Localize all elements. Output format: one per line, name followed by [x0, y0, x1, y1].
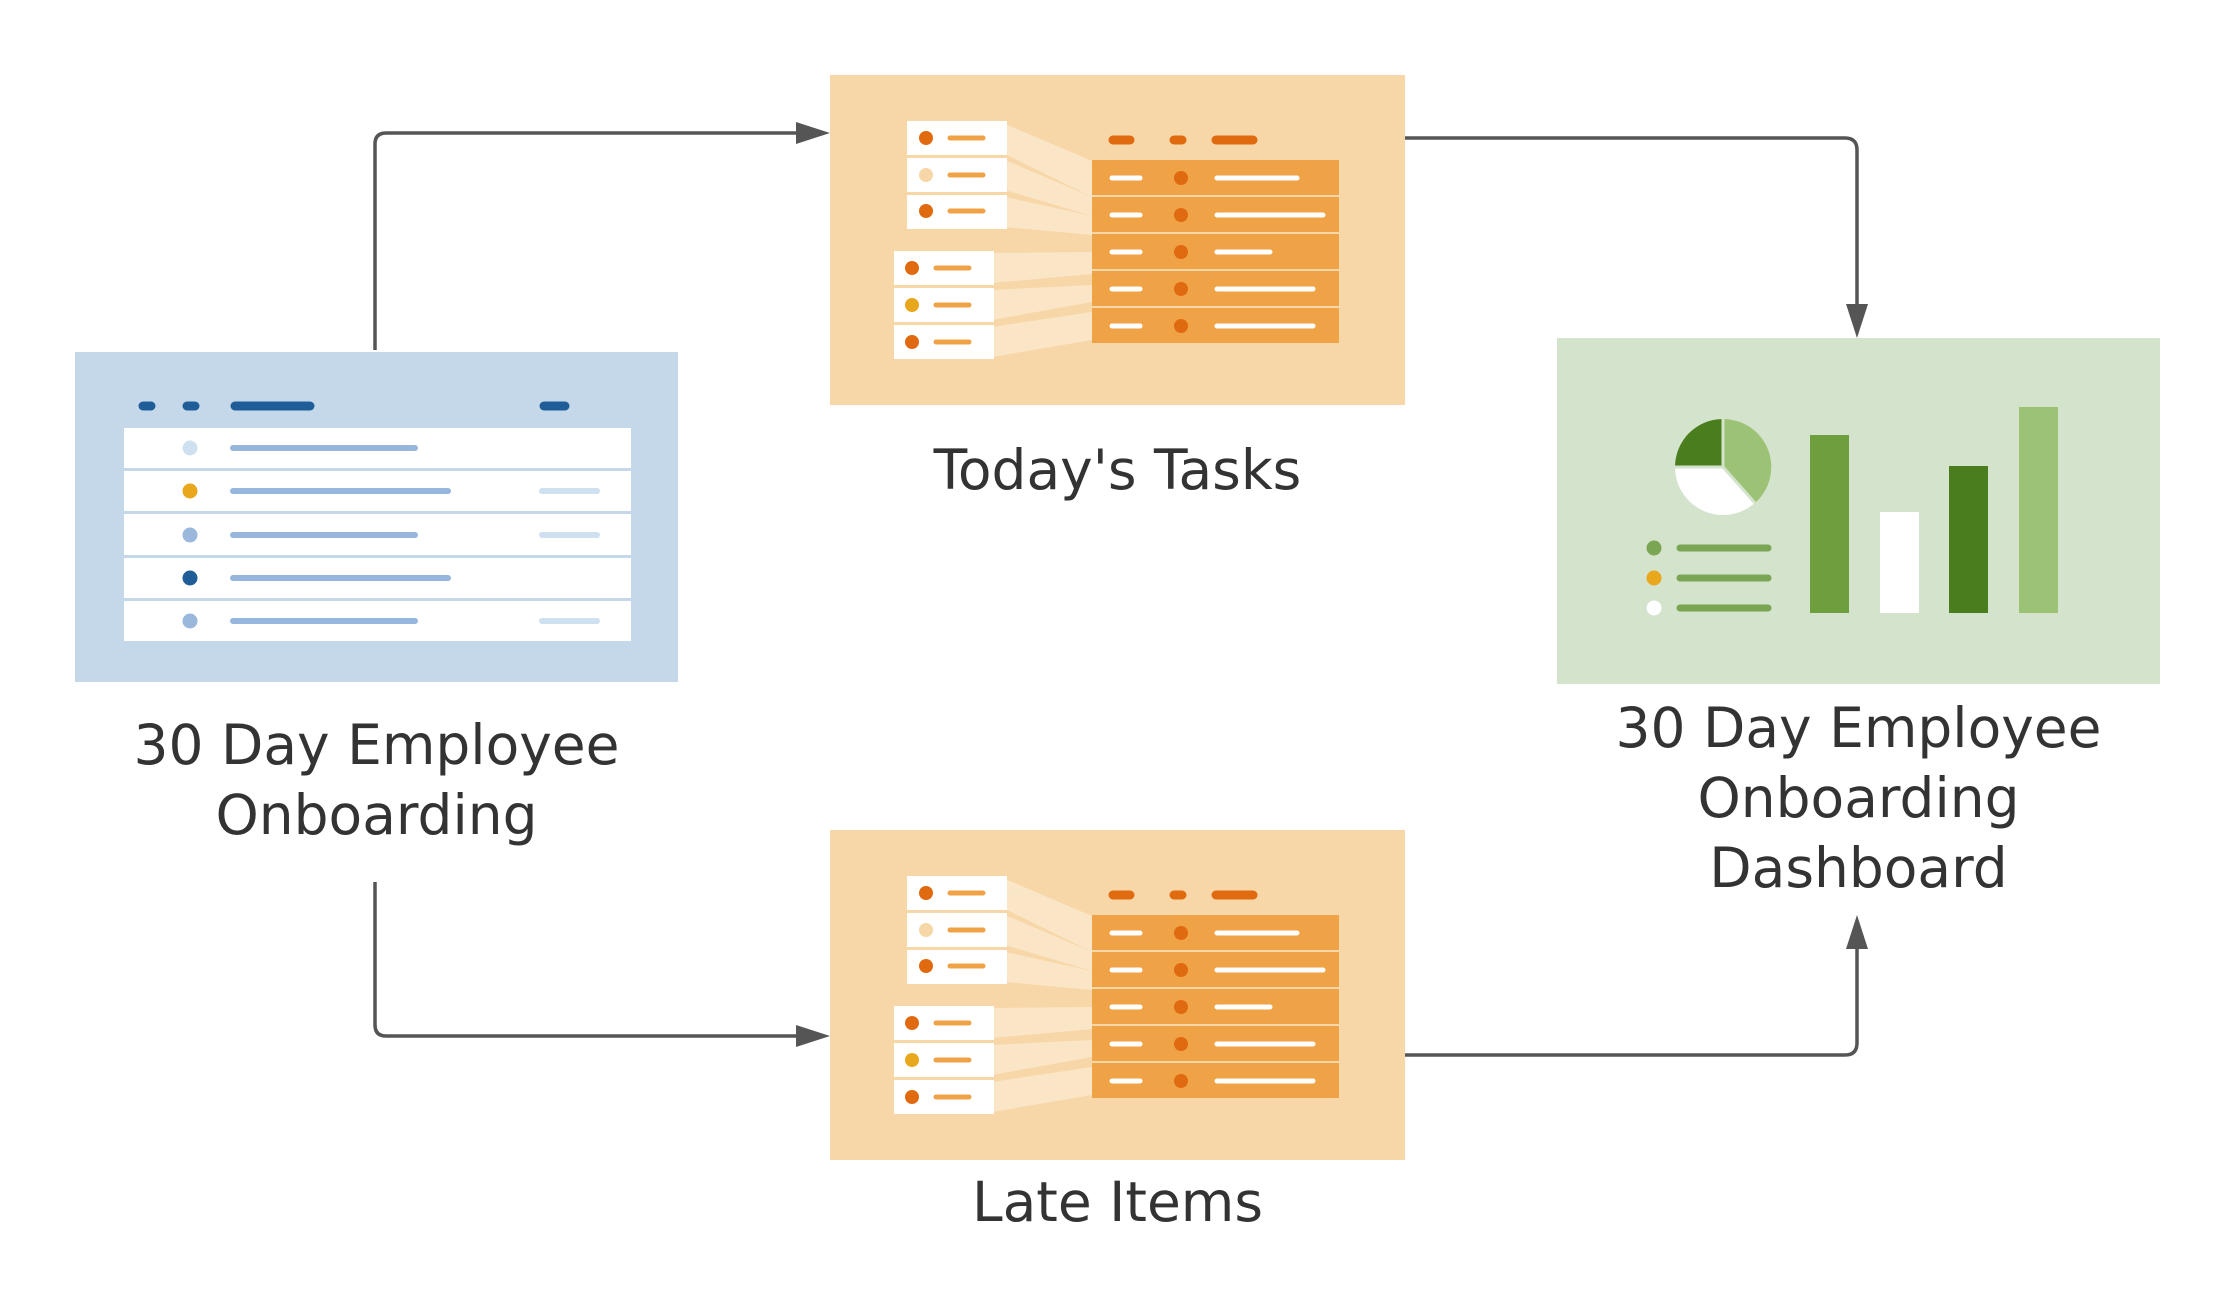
todays-tasks-label: Today's Tasks [830, 435, 1405, 505]
arrowhead-dashboard-bottom [1846, 915, 1868, 949]
source-cards [894, 876, 1007, 1114]
late-items-label: Late Items [830, 1167, 1405, 1237]
edge-todays-tasks-to-dashboard [1405, 136, 1859, 305]
dashboard-panel [1557, 338, 2160, 684]
dashboard-label-line-2: Onboarding [1697, 766, 2020, 830]
connectors [373, 122, 1868, 1057]
arrowhead-late-items [796, 1025, 830, 1047]
dashboard-label-line-1: 30 Day Employee [1615, 696, 2102, 760]
report-rows [1092, 160, 1339, 343]
sheet-illustration [75, 352, 678, 682]
report-rows [1092, 915, 1339, 1098]
pie-chart-icon [1675, 418, 1772, 515]
arrowhead-dashboard-top [1846, 304, 1868, 338]
dashboard-label-line-3: Dashboard [1709, 836, 2008, 900]
late-items-illustration [830, 830, 1405, 1160]
todays-tasks-label-line-1: Today's Tasks [933, 438, 1302, 502]
dashboard-label: 30 Day Employee Onboarding Dashboard [1557, 693, 2160, 903]
bar-chart-icon [1810, 407, 2058, 613]
legend-icon [1646, 540, 1772, 616]
source-label-line-1: 30 Day Employee [133, 713, 620, 777]
edge-late-items-to-dashboard [1405, 947, 1859, 1057]
row-status-dot [182, 483, 198, 499]
edge-source-to-late-items [373, 882, 800, 1038]
edge-source-to-todays-tasks [373, 131, 800, 350]
row-status-dot [182, 440, 198, 456]
late-items-label-line-1: Late Items [971, 1170, 1264, 1234]
todays-tasks-illustration [830, 75, 1405, 405]
row-status-dot [182, 613, 198, 629]
row-status-dot [182, 570, 198, 586]
dashboard-illustration [1557, 338, 2160, 684]
sheet-rows [124, 428, 631, 641]
source-label: 30 Day Employee Onboarding [75, 710, 678, 850]
arrowhead-todays-tasks [796, 122, 830, 144]
row-status-dot [182, 527, 198, 543]
source-label-line-2: Onboarding [215, 783, 538, 847]
source-cards [894, 121, 1007, 359]
